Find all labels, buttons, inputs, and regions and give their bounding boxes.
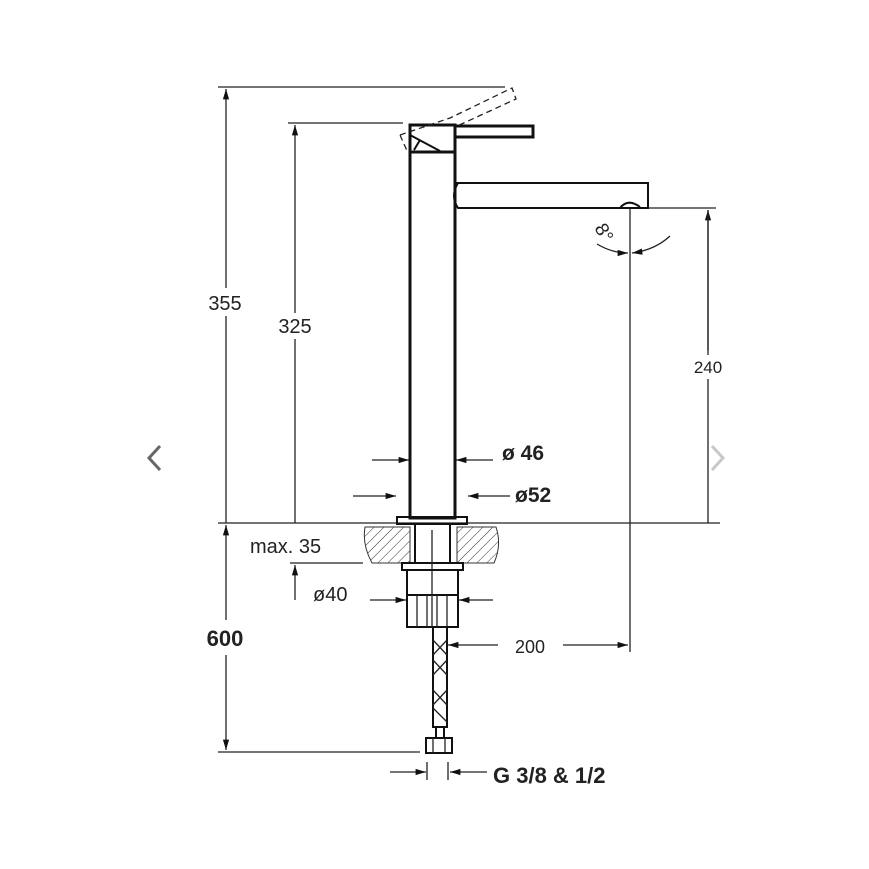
label-spout-height: 240 [694,358,722,377]
chevron-right-icon [710,444,726,472]
counter-mounting [363,516,500,628]
label-spout-reach: 200 [515,637,545,657]
label-shank-diameter: ø40 [313,584,347,606]
label-hose-length: 600 [207,626,244,651]
label-base-diameter: ø52 [515,484,551,507]
chevron-left-icon [146,444,162,472]
label-body-diameter: ø 46 [502,442,544,465]
dimension-labels: 355 325 240 8° ø 46 ø52 max. 35 ø40 600 … [190,220,734,788]
label-max-counter: max. 35 [250,536,321,558]
label-lever-height: 325 [278,316,311,338]
extension-lines [218,86,720,753]
previous-image-button[interactable] [140,438,170,478]
label-total-height: 355 [208,293,241,315]
supply-hose [425,626,453,754]
label-connection: G 3/8 & 1/2 [493,763,606,788]
next-image-button[interactable] [702,438,732,478]
label-spout-angle: 8° [590,220,617,246]
dimension-lines [222,89,712,780]
